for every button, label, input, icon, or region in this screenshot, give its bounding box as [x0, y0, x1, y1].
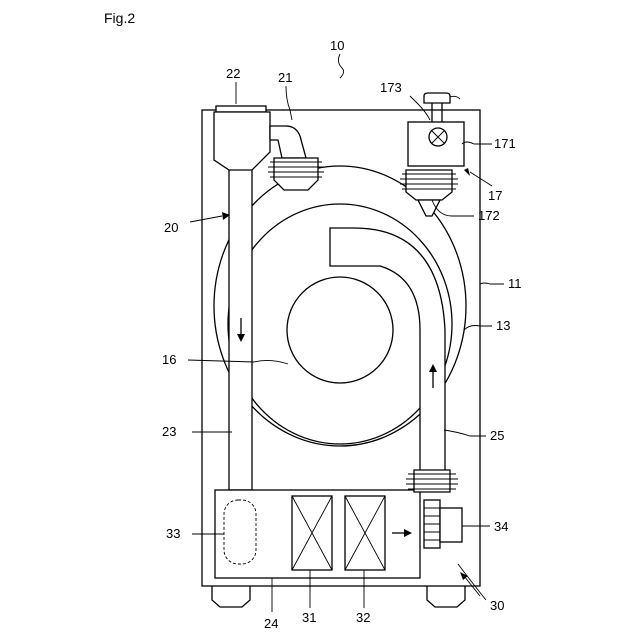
valve-cap — [424, 93, 450, 103]
label-172: 172 — [478, 208, 500, 223]
valve-stem — [432, 103, 442, 122]
label-171: 171 — [494, 136, 516, 151]
filter-box — [214, 112, 270, 170]
right-foot — [427, 586, 465, 607]
label-16: 16 — [162, 352, 176, 367]
bellows-right — [400, 170, 458, 200]
filter-lid — [216, 106, 266, 112]
figure-title: Fig.2 — [104, 10, 135, 26]
label-13: 13 — [496, 318, 510, 333]
label-30: 30 — [490, 598, 504, 613]
label-20: 20 — [164, 220, 178, 235]
left-foot — [212, 586, 250, 607]
elbow-duct — [270, 126, 306, 158]
arrow-17-line — [470, 172, 492, 186]
label-17: 17 — [488, 188, 502, 203]
label-33: 33 — [166, 526, 180, 541]
label-11: 11 — [508, 276, 522, 291]
label-25: 25 — [490, 428, 504, 443]
arrow-17-head — [464, 168, 470, 176]
label-22: 22 — [226, 66, 240, 81]
label-23: 23 — [162, 424, 176, 439]
bellows-bottom — [406, 470, 458, 492]
label-32: 32 — [356, 610, 370, 625]
valve-lever — [450, 96, 460, 99]
label-34: 34 — [494, 519, 508, 534]
label-31: 31 — [302, 610, 316, 625]
blower-fan — [424, 500, 462, 548]
arrow-20-line — [190, 216, 222, 222]
label-21: 21 — [278, 70, 292, 85]
heat-exchange-unit — [215, 490, 420, 578]
label-10: 10 — [330, 38, 344, 53]
label-173: 173 — [380, 80, 402, 95]
label-24: 24 — [264, 616, 278, 631]
